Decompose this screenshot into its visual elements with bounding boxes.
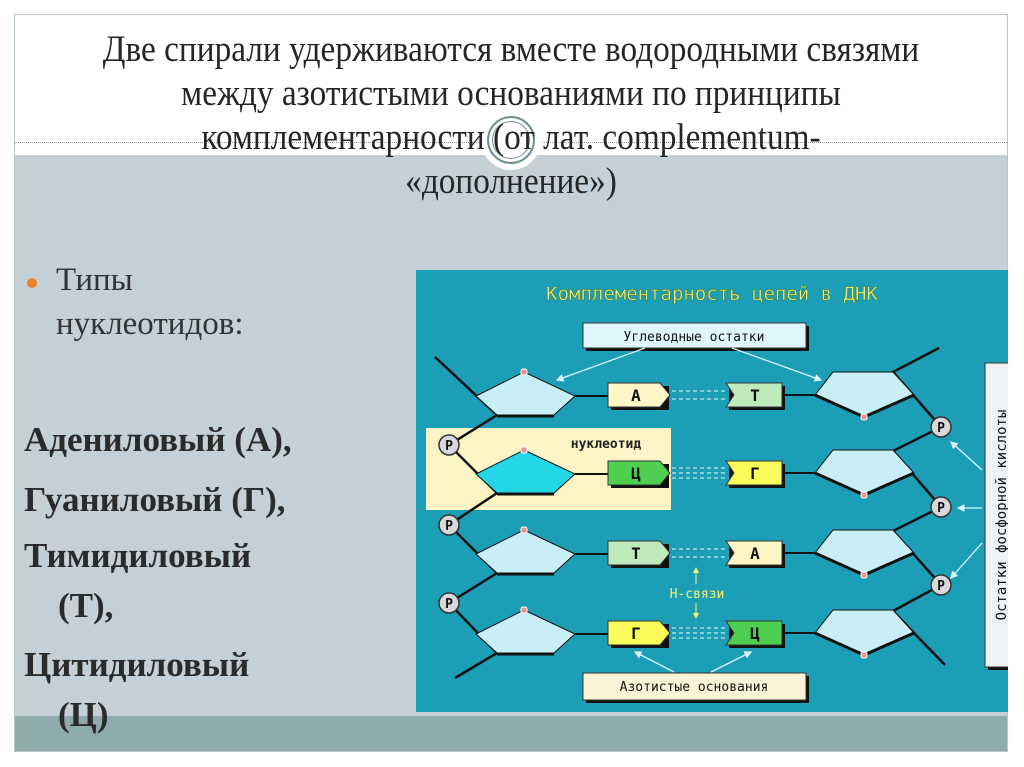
oxygen-marker (860, 413, 868, 421)
phosphate-circle-icon (930, 496, 952, 518)
phosphate-circle-icon (930, 416, 952, 438)
phosphate-circle-icon (438, 434, 460, 456)
phosphate-circle-icon (930, 574, 952, 596)
bases-label: Азотистые основания (620, 680, 769, 695)
title-line: «дополнение») (405, 161, 617, 202)
nucleotide-thymidyl: Тимидиловый (24, 536, 252, 575)
arrow (710, 651, 753, 673)
phosphate-group: P (438, 514, 460, 536)
arrow (950, 542, 983, 579)
phosphate-symbol: P (937, 579, 945, 594)
phosphate-symbol: P (445, 439, 453, 454)
base-right-letter: Т (750, 386, 760, 405)
nucleotide-cytidyl-letter: (Ц) (58, 695, 109, 734)
sugar-label: Углеводные остатки (624, 330, 765, 345)
phosphate-group: P (930, 496, 952, 518)
title-line: Две спирали удерживаются вместе водородн… (102, 29, 920, 70)
base-left (607, 460, 671, 486)
sugar-label-box (582, 322, 807, 349)
phosphate-circle-icon (438, 514, 460, 536)
oxygen-marker (860, 571, 868, 579)
title-line: комплементарности (от лат. complementum- (201, 117, 821, 158)
bullet-line: нуклеотидов: (56, 306, 244, 342)
nucleotide-label: нуклеотид (571, 437, 642, 452)
bottom-strip (15, 716, 1007, 751)
oxygen-marker (860, 491, 868, 499)
arrow (555, 347, 646, 382)
nucleotide-thymidyl-letter: (Т), (58, 586, 114, 625)
bullet-text: Типы нуклеотидов: (56, 258, 244, 346)
bullet-icon (27, 278, 37, 288)
arrow (731, 347, 823, 382)
oxygen-marker (520, 368, 528, 376)
base-right-letter: Г (750, 464, 760, 483)
base-left-letter: Г (631, 624, 641, 643)
base-left (607, 382, 671, 408)
bases-label-box (582, 672, 807, 701)
base-right-letter: А (750, 544, 760, 563)
oxygen-marker (520, 526, 528, 534)
base-right-letter: Ц (750, 624, 760, 643)
base-right (725, 382, 783, 408)
oxygen-marker (520, 446, 528, 454)
nucleotide-adenyl: Адениловый (А), (24, 420, 292, 459)
phosphate-symbol: P (937, 501, 945, 516)
bullet-line: Типы (56, 262, 133, 298)
phosphate-group: P (930, 416, 952, 438)
slide-title: Две спирали удерживаются вместе водородн… (15, 28, 1007, 204)
phosphate-group: P (438, 592, 460, 614)
title-line: между азотистыми основаниями по принципы (181, 73, 841, 114)
base-left-letter: Ц (631, 464, 641, 483)
base-right (725, 620, 783, 646)
dna-diagram: Комплементарность цепей в ДНК нуклеотид … (416, 270, 1018, 712)
base-left-letter: Т (631, 544, 641, 563)
phosphate-symbol: P (445, 519, 453, 534)
hbond-label: Н-связи (670, 587, 725, 602)
nucleotide-guanyl: Гуаниловый (Г), (24, 480, 286, 519)
phosphate-symbol: P (937, 421, 945, 436)
circle-ornament (481, 110, 541, 170)
phosphate-group: P (930, 574, 952, 596)
phosphate-group: P (438, 434, 460, 456)
oxygen-marker (520, 606, 528, 614)
base-right (725, 540, 783, 566)
arrow (950, 441, 983, 471)
base-left (607, 620, 671, 646)
base-left (607, 540, 671, 566)
nucleotide-cytidyl: Цитидиловый (24, 645, 250, 684)
arrow (633, 651, 675, 673)
phosphate-circle-icon (438, 592, 460, 614)
phosphate-symbol: P (445, 597, 453, 612)
phosphate-label: Остатки фосфорной кислоты (994, 410, 1008, 621)
oxygen-marker (860, 651, 868, 659)
diagram-title: Комплементарность цепей в ДНК (546, 283, 878, 305)
base-left-letter: А (631, 386, 641, 405)
base-right (725, 460, 783, 486)
